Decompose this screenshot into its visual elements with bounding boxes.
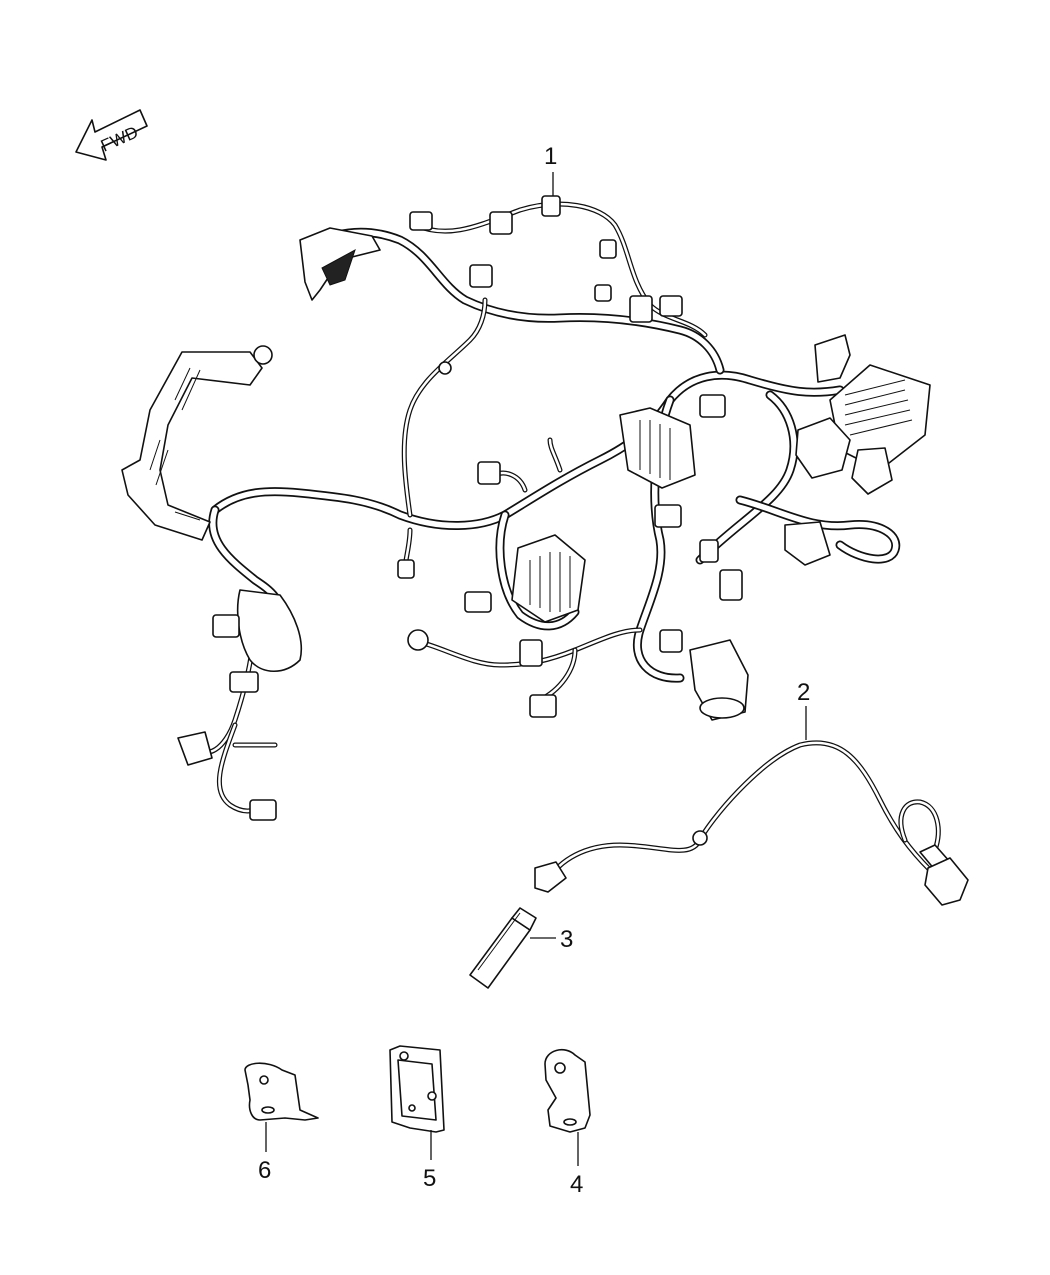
callout-5: 5 bbox=[423, 1130, 436, 1192]
callout-3: 3 bbox=[530, 926, 573, 953]
harness-left-connectors bbox=[177, 589, 303, 821]
harness-left-bracket bbox=[121, 351, 263, 541]
bracket-part-6[interactable] bbox=[244, 1062, 319, 1121]
callout-label-5: 5 bbox=[423, 1165, 436, 1192]
harness-fuse-block bbox=[784, 334, 931, 566]
callout-label-2: 2 bbox=[797, 679, 810, 706]
harness-center-connectors bbox=[397, 394, 743, 718]
terminal-fuse[interactable] bbox=[469, 907, 537, 989]
callout-label-1: 1 bbox=[544, 143, 557, 170]
harness-lower-connector bbox=[659, 629, 749, 721]
engine-wiring-harness[interactable] bbox=[121, 195, 931, 821]
callout-label-3: 3 bbox=[560, 926, 573, 953]
bracket-part-5[interactable] bbox=[389, 1045, 445, 1133]
callout-label-4: 4 bbox=[570, 1171, 583, 1198]
callout-1: 1 bbox=[544, 143, 557, 196]
harness-upper-left-connectors bbox=[253, 195, 683, 375]
callout-4: 4 bbox=[570, 1132, 583, 1198]
callout-label-6: 6 bbox=[258, 1157, 271, 1184]
harness-trunk bbox=[197, 201, 901, 814]
callout-6: 6 bbox=[258, 1122, 271, 1184]
forward-direction-arrow: FWD bbox=[75, 109, 148, 161]
bracket-part-4[interactable] bbox=[544, 1048, 591, 1133]
jumper-wiring[interactable] bbox=[534, 740, 969, 906]
callout-2: 2 bbox=[797, 679, 810, 740]
